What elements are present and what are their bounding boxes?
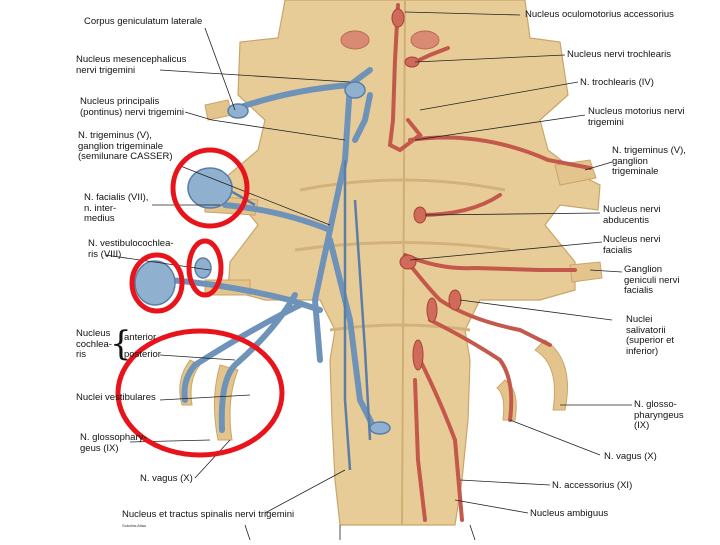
label-corpus-geniculatum-laterale: Corpus geniculatum laterale [84, 16, 203, 27]
label-n-trochlearis: N. trochlearis (IV) [580, 77, 654, 88]
label-n-trigeminus-left: N. trigeminus (V), ganglion trigeminale … [78, 130, 173, 162]
label-n-vagus-right: N. vagus (X) [604, 451, 657, 462]
label-nucleus-motorius-trigemini: Nucleus motorius nervi trigemini [588, 106, 685, 128]
sensory-ganglia [134, 81, 391, 435]
highlight-circles [115, 147, 285, 458]
label-nucleus-nervi-facialis: Nucleus nervi facialis [603, 234, 661, 256]
label-nuclei-salivatorii: Nuclei salivatorii (superior et inferior… [626, 314, 675, 357]
brace-cochlear-nuclei: { [110, 324, 132, 364]
label-n-facialis: N. facialis (VII), n. inter- medius [84, 192, 149, 224]
label-nucleus-cochlearis: Nucleus cochlea- ris [76, 328, 112, 360]
label-n-glossopharyngeus-left: N. glossophary- geus (IX) [80, 432, 147, 454]
motor-pathways [387, 3, 592, 522]
label-nucleus-tractus-spinalis: Nucleus et tractus spinalis nervi trigem… [122, 509, 295, 520]
highlight-circle-vestibulocochlear [129, 252, 185, 314]
highlight-circle-trigeminal-ganglion [170, 147, 250, 229]
footer-credit: Sobotta-Atlas [122, 523, 147, 528]
label-n-trigeminus-right: N. trigeminus (V), ganglion trigeminale [612, 145, 686, 177]
label-nuclei-vestibulares: Nuclei vestibulares [76, 392, 156, 403]
label-nucleus-nervi-trochlearis: Nucleus nervi trochlearis [567, 49, 672, 60]
motor-nuclei [391, 8, 462, 371]
label-n-vagus-left: N. vagus (X) [140, 473, 193, 484]
highlight-circle-facial [186, 238, 224, 298]
label-nucleus-nervi-abducentis: Nucleus nervi abducentis [603, 204, 661, 226]
label-n-accessorius: N. accessorius (XI) [552, 480, 633, 491]
label-nucleus-ambiguus: Nucleus ambiguus [530, 508, 609, 519]
label-nucleus-oculomotorius-accessorius: Nucleus oculomotorius accessorius [525, 9, 674, 20]
label-nucleus-principalis: Nucleus principalis (pontinus) nervi tri… [80, 96, 185, 118]
label-n-glossopharyngeus-right: N. glosso- pharyngeus (IX) [634, 399, 684, 431]
label-ganglion-geniculi: Ganglion geniculi nervi facialis [624, 264, 680, 296]
label-nucleus-mesencephalicus: Nucleus mesencephalicus nervi trigemini [76, 54, 187, 76]
label-cochlear-anterior: anterior [124, 332, 157, 343]
label-cochlear-posterior: posterior [124, 349, 161, 360]
label-n-vestibulocochlearis: N. vestibulocochlea- ris (VIII) [88, 238, 174, 260]
highlight-circle-glossopharyngeal-vagus [115, 328, 285, 458]
leader-lines [104, 11, 632, 541]
